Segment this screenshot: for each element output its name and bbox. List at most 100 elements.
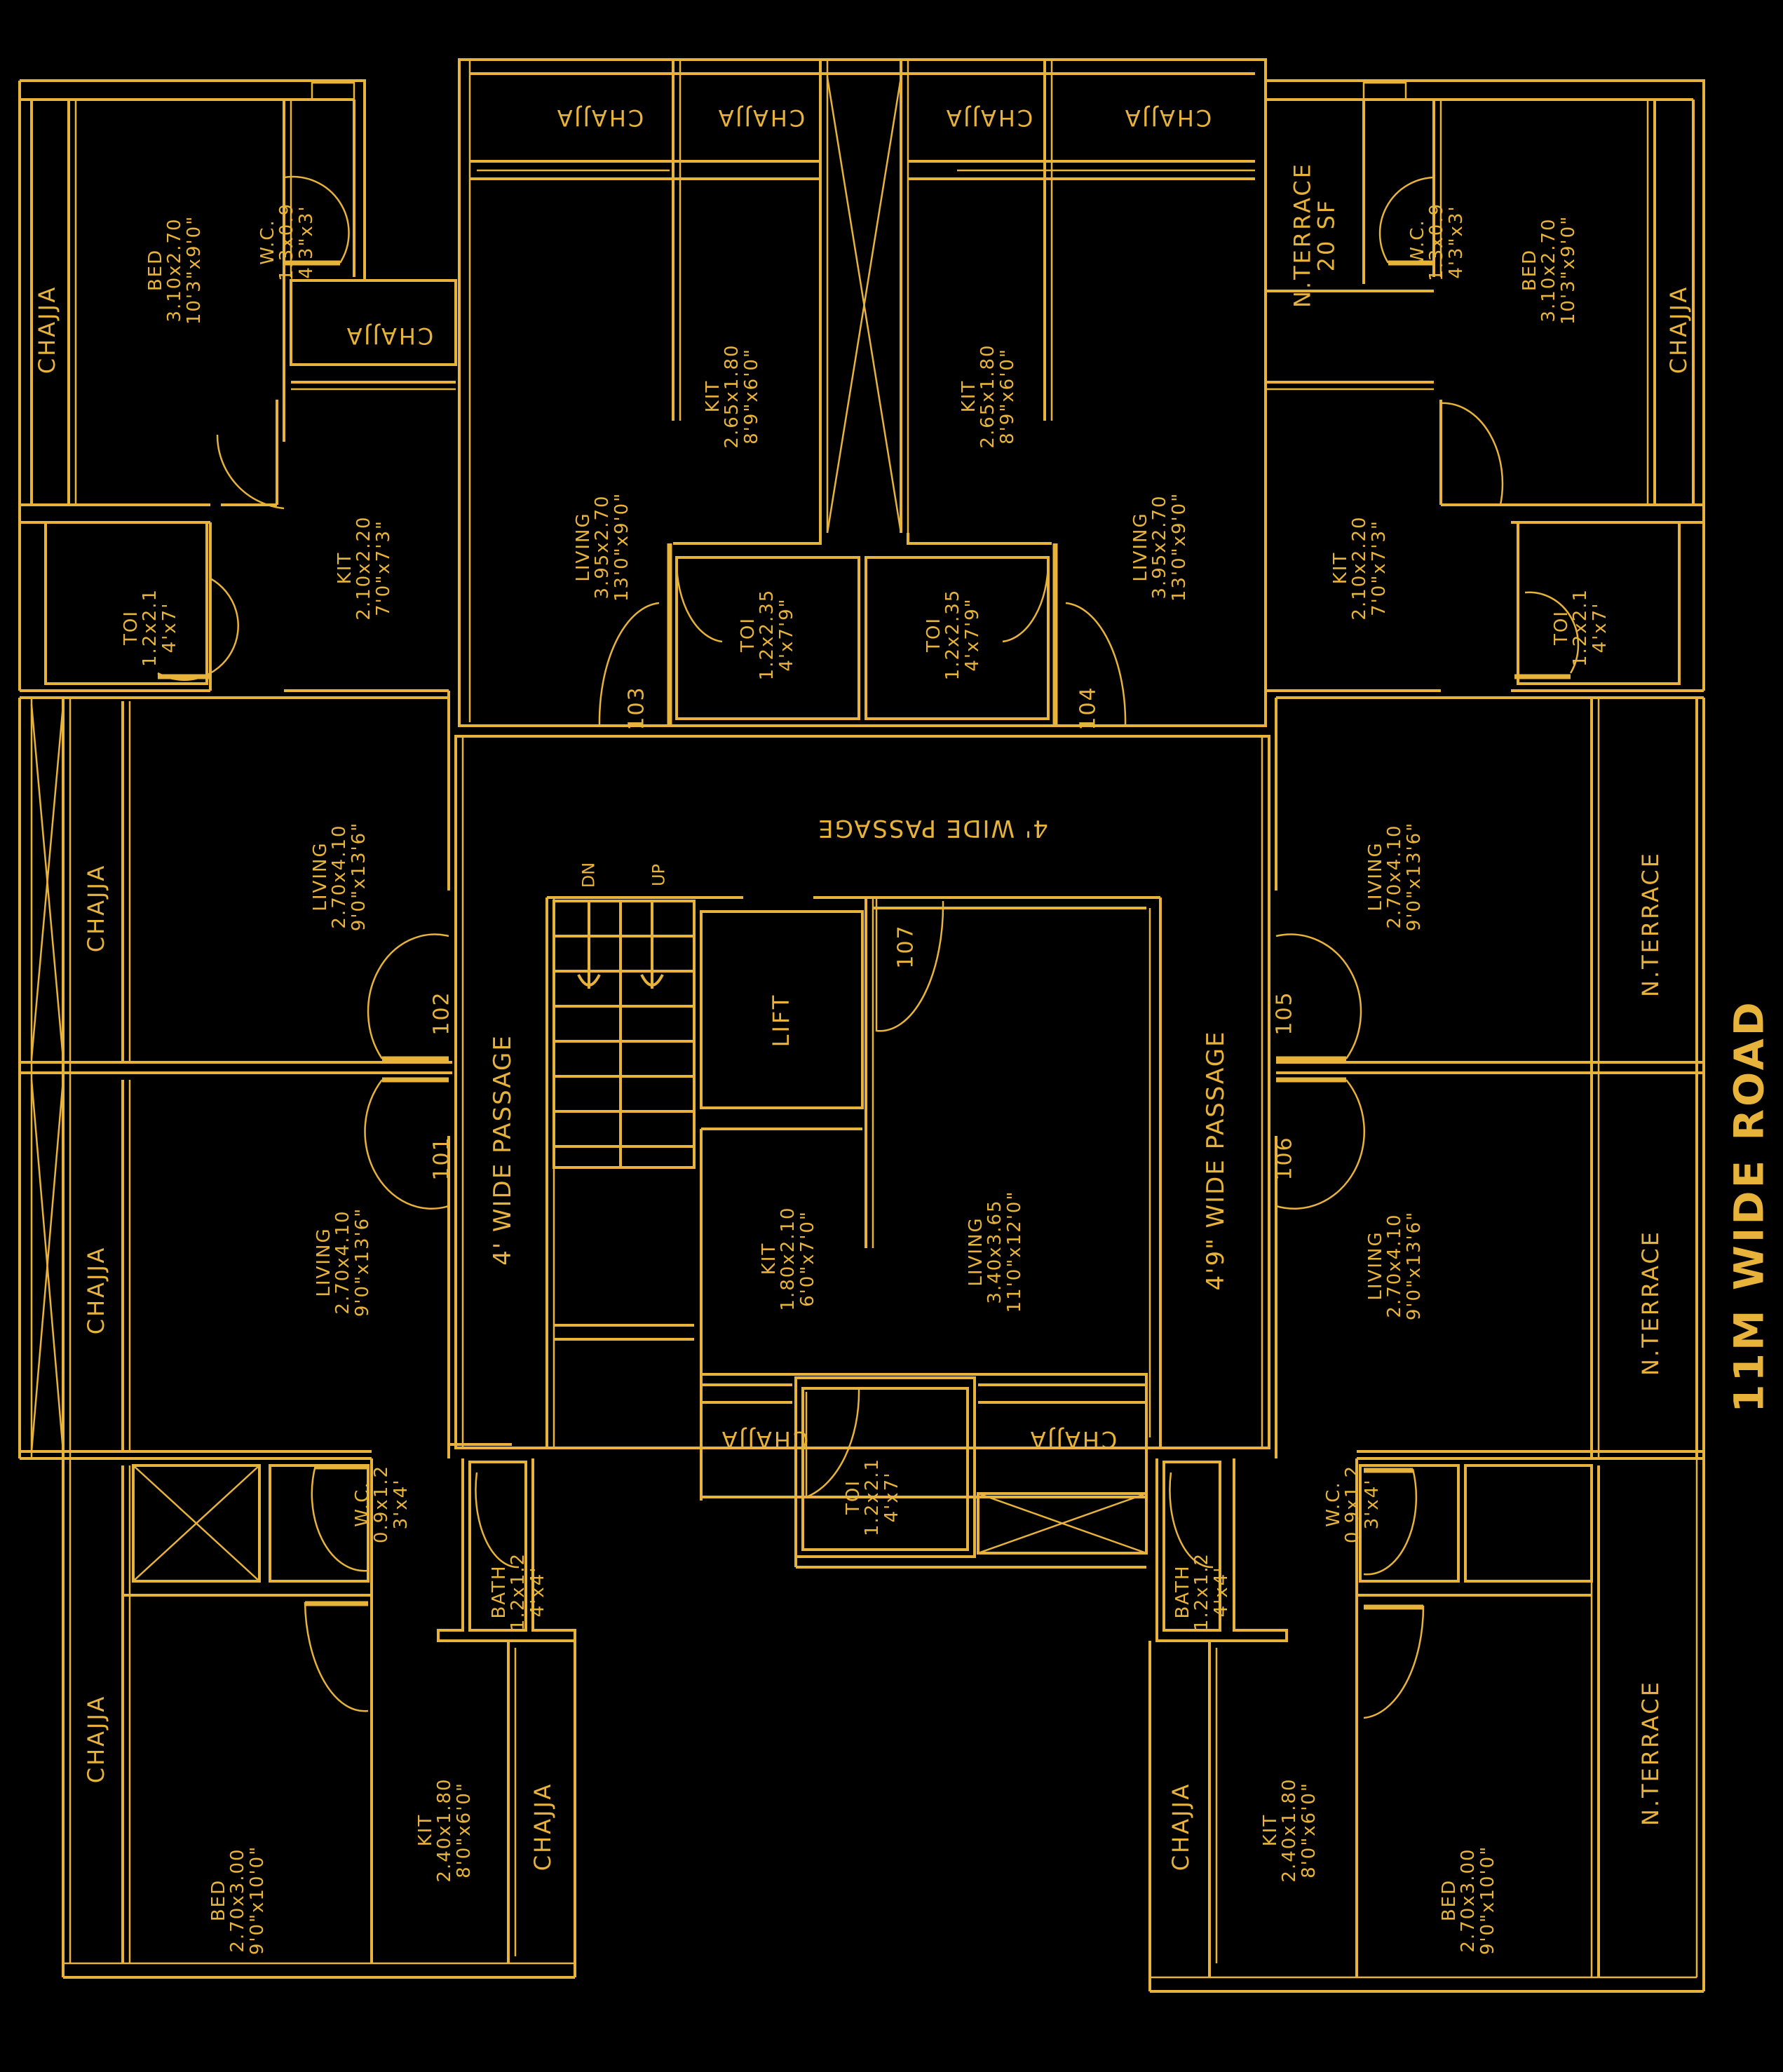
- room-label-tc-toi-right-text: 1.2x2.35: [942, 588, 964, 681]
- chajja-label-text: CHAJJA: [555, 104, 644, 131]
- room-label-mr-living-106-text: 9'0"x13'6": [1403, 1210, 1425, 1321]
- room-label-c-kit-text: 1.80x2.10: [778, 1206, 799, 1311]
- room-label-bl-bed-text: 2.70x3.00: [227, 1848, 249, 1953]
- room-label-tl-wc-text: 1.3x0.9: [276, 202, 298, 282]
- room-label-c-kit-text: 6'0"x7'0": [796, 1210, 818, 1307]
- chajja-label: CHAJJA: [716, 104, 806, 131]
- door-number-102: 102: [429, 991, 454, 1036]
- room-label-bl-bed-text: BED: [208, 1878, 230, 1922]
- room-label-mr-living-105-text: 2.70x4.10: [1384, 824, 1406, 929]
- room-label-tr-wc-text: 1.3x0.9: [1426, 202, 1448, 282]
- room-label-br-bed-text: 9'0"x10'0": [1477, 1845, 1498, 1956]
- top-right-unit-walls: [1266, 79, 1705, 692]
- room-label-tl-kit-text: 2.10x2.20: [353, 515, 375, 621]
- room-label-c-toi-text: 4'x7': [881, 1471, 902, 1523]
- room-label-c-toi-text: TOI: [843, 1479, 865, 1515]
- chajja-label: CHAJJA: [1167, 1782, 1194, 1871]
- chajja-label-text: CHAJJA: [716, 104, 806, 131]
- terrace-label: N.TERRACE: [1637, 1230, 1664, 1376]
- chajja-label: CHAJJA: [83, 1695, 109, 1784]
- chajja-label-text: CHAJJA: [1028, 1426, 1118, 1453]
- room-label-tl-kit-text: 7'0"x7'3": [372, 520, 394, 616]
- top-left-unit-walls: [18, 79, 457, 736]
- passage-label: 4' WIDE PASSAGE: [489, 1034, 517, 1266]
- room-label-tc-kit-right-text: 2.65x1.80: [977, 344, 999, 449]
- chajja-label-text: CHAJJA: [83, 1245, 110, 1335]
- lift-label: LIFT: [768, 993, 795, 1048]
- passage-label-text: 4' WIDE PASSAGE: [489, 1034, 517, 1266]
- passage-label-text: 4'9" WIDE PASSAGE: [1202, 1030, 1231, 1291]
- room-label-tr-toi-text: 1.2x2.1: [1570, 588, 1592, 668]
- room-label-ml-living-102-text: 9'0"x13'6": [348, 821, 370, 932]
- passage-label: 4'9" WIDE PASSAGE: [1202, 1030, 1231, 1291]
- chajja-label: CHAJJA: [720, 1426, 809, 1453]
- room-label-c-living-text: LIVING: [965, 1217, 987, 1287]
- chajja-label-text: CHAJJA: [344, 322, 434, 349]
- chajja-label-text: CHAJJA: [34, 285, 61, 374]
- terrace-label: N.TERRACE: [1637, 851, 1664, 997]
- room-label-tc-living-left-text: LIVING: [573, 512, 595, 582]
- room-label-tl-toi-text: 1.2x2.1: [140, 588, 161, 668]
- room-label-tc-toi-left-text: 4'x7'9": [775, 597, 797, 672]
- room-label-br-kit-text: KIT: [1260, 1813, 1282, 1847]
- room-label-tc-kit-left-text: 2.65x1.80: [721, 344, 743, 449]
- room-label-ml-living-101-text: LIVING: [313, 1227, 335, 1297]
- room-label-br-bed-text: 2.70x3.00: [1458, 1848, 1479, 1953]
- room-label-bl-kit-text: 2.40x1.80: [434, 1778, 456, 1883]
- room-label-tc-kit-right-text: 8'9"x6'0": [996, 348, 1018, 445]
- room-label-tr-wc-text: W.C.: [1407, 219, 1429, 265]
- chajja-label: CHAJJA: [83, 864, 109, 953]
- room-label-tc-living-right-text: 13'0"x9'0": [1168, 492, 1190, 602]
- chajja-label: CHAJJA: [34, 285, 61, 374]
- room-label-br-kit-text: 2.40x1.80: [1279, 1778, 1301, 1883]
- room-label-c-kit-text: KIT: [759, 1242, 780, 1275]
- door-number-101: 101: [429, 1136, 454, 1180]
- chajja-label: CHAJJA: [555, 104, 644, 131]
- bottom-left-unit-walls: [62, 1444, 576, 1979]
- room-label-bl-bath-text: 4'x4': [527, 1566, 548, 1618]
- room-label-tc-living-left-text: 3.95x2.70: [592, 494, 613, 600]
- door-number-105-text: 105: [1272, 991, 1297, 1036]
- room-label-tr-bed-text: 10'3"x9'0": [1557, 215, 1579, 325]
- passage-label: 4' WIDE PASSAGE: [817, 813, 1048, 842]
- room-label-br-bed-text: BED: [1439, 1878, 1460, 1922]
- room-label-tc-kit-left-text: 8'9"x6'0": [740, 348, 762, 445]
- staircase: [552, 900, 696, 1341]
- room-label-mr-living-105-text: LIVING: [1365, 841, 1387, 912]
- room-label-c-toi-text: 1.2x2.1: [862, 1457, 883, 1537]
- chajja-label-text: CHAJJA: [944, 104, 1033, 131]
- door-number-102-text: 102: [429, 991, 454, 1036]
- middle-block-walls: [18, 696, 1705, 1569]
- room-label-mr-living-106-text: 2.70x4.10: [1384, 1213, 1406, 1318]
- room-label-ml-living-101-text: 2.70x4.10: [332, 1210, 354, 1315]
- terrace-label-text: 20 SF: [1313, 198, 1339, 272]
- chajja-label-text: CHAJJA: [1665, 285, 1693, 374]
- room-label-tc-toi-right-text: 4'x7'9": [961, 597, 983, 672]
- room-label-tr-bed-text: BED: [1519, 248, 1541, 292]
- room-label-br-wc-text: W.C.: [1323, 1481, 1345, 1527]
- room-label-br-kit-text: 8'0"x6'0": [1298, 1782, 1320, 1878]
- room-label-mr-living-106-text: LIVING: [1365, 1231, 1387, 1301]
- door-number-107: 107: [893, 924, 918, 968]
- room-label-tc-living-right-text: 3.95x2.70: [1149, 494, 1171, 600]
- room-label-tr-kit-text: 2.10x2.20: [1349, 515, 1371, 621]
- passage-label-text: 4' WIDE PASSAGE: [817, 813, 1048, 842]
- chajja-label: CHAJJA: [529, 1782, 556, 1871]
- room-label-tc-kit-left-text: KIT: [703, 379, 724, 413]
- room-label-bl-bath-text: BATH: [489, 1564, 510, 1619]
